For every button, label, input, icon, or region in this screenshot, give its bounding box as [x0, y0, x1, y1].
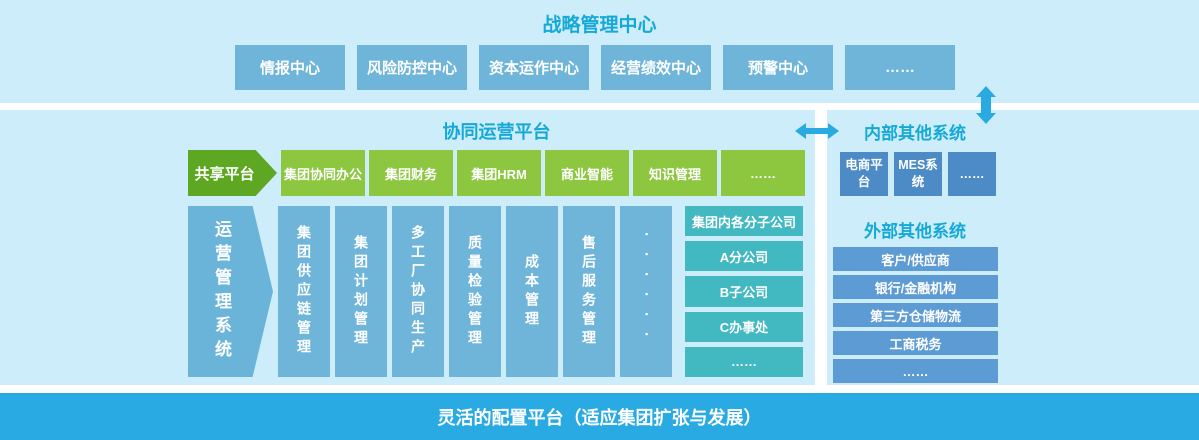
internal-systems-row: 电商平台 MES系统 ……	[840, 152, 996, 196]
share-box-finance: 集团财务	[369, 150, 453, 196]
external-box-tax: 工商税务	[833, 331, 998, 355]
subsidiary-box-c: C办事处	[685, 311, 803, 342]
module-column-label: 多工厂协同生产	[410, 225, 426, 358]
flexible-config-platform-bar: 灵活的配置平台（适应集团扩张与发展）	[0, 393, 1199, 440]
strategic-box-row: 情报中心 风险防控中心 资本运作中心 经营绩效中心 预警中心 ……	[235, 45, 955, 90]
strategic-box-alert: 预警中心	[723, 45, 833, 90]
strategic-box-capital: 资本运作中心	[479, 45, 589, 90]
subsidiary-box-a: A分公司	[685, 241, 803, 272]
external-box-banks: 银行/金融机构	[833, 275, 998, 299]
strategic-box-performance: 经营绩效中心	[601, 45, 711, 90]
operation-system-arrow: 运营管理系统	[188, 206, 273, 377]
share-box-hrm: 集团HRM	[457, 150, 541, 196]
module-column-multi-factory: 多工厂协同生产	[392, 206, 444, 377]
subsidiary-box-b: B子公司	[685, 276, 803, 307]
module-column-label: 集团计划管理	[353, 234, 369, 349]
module-column-quality: 质量检验管理	[449, 206, 501, 377]
share-box-bi: 商业智能	[545, 150, 629, 196]
external-systems-title: 外部其他系统	[864, 222, 966, 241]
operation-system-row: 运营管理系统 集团供应链管理 集团计划管理 多工厂协同生产 质量检验管理 成本管…	[188, 206, 803, 378]
strategic-box-intelligence: 情报中心	[235, 45, 345, 90]
module-column-label: 成本管理	[524, 253, 540, 330]
internal-box-more: ……	[948, 152, 996, 196]
external-box-customers: 客户/供应商	[833, 247, 998, 271]
external-box-logistics: 第三方仓储物流	[833, 303, 998, 327]
share-platform-row: 共享平台 集团协同办公 集团财务 集团HRM 商业智能 知识管理 ……	[188, 150, 805, 196]
module-column-more: ······	[620, 206, 672, 377]
strategic-section-title: 战略管理中心	[542, 15, 657, 36]
module-column-label: 集团供应链管理	[296, 225, 312, 358]
subsidiary-box-more: ……	[685, 346, 803, 378]
collaboration-section-title: 协同运营平台	[442, 122, 551, 142]
external-systems-stack: 客户/供应商 银行/金融机构 第三方仓储物流 工商税务 ……	[833, 247, 998, 383]
module-column-label: 售后服务管理	[581, 234, 597, 349]
module-column-supply-chain: 集团供应链管理	[278, 206, 330, 377]
other-systems-section: 内部其他系统 电商平台 MES系统 …… 外部其他系统 客户/供应商 银行/金融…	[827, 110, 1199, 385]
module-column-planning: 集团计划管理	[335, 206, 387, 377]
internal-systems-title: 内部其他系统	[864, 124, 966, 143]
collaboration-platform-section: 协同运营平台 共享平台 集团协同办公 集团财务 集团HRM 商业智能 知识管理 …	[0, 110, 815, 385]
share-box-more: ……	[721, 150, 805, 196]
bidirectional-arrow-icon-vertical	[974, 86, 998, 124]
external-box-more: ……	[833, 359, 998, 383]
subsidiary-box-group: 集团内各分子公司	[685, 206, 803, 237]
share-box-oa: 集团协同办公	[281, 150, 365, 196]
operation-system-label: 运营管理系统	[212, 219, 231, 364]
internal-box-ecommerce: 电商平台	[840, 152, 888, 196]
internal-box-mes: MES系统	[894, 152, 942, 196]
module-column-after-sales: 售后服务管理	[563, 206, 615, 377]
module-column-label: 质量检验管理	[467, 234, 483, 349]
module-column-label: ······	[637, 231, 655, 352]
strategic-box-more: ……	[845, 45, 955, 90]
share-box-knowledge: 知识管理	[633, 150, 717, 196]
module-column-cost: 成本管理	[506, 206, 558, 377]
strategic-box-risk: 风险防控中心	[357, 45, 467, 90]
strategic-management-section: 战略管理中心 情报中心 风险防控中心 资本运作中心 经营绩效中心 预警中心 ……	[0, 0, 1199, 103]
share-platform-arrow: 共享平台	[188, 150, 277, 196]
bidirectional-arrow-icon-horizontal	[795, 121, 839, 141]
subsidiary-stack: 集团内各分子公司 A分公司 B子公司 C办事处 ……	[685, 206, 803, 378]
